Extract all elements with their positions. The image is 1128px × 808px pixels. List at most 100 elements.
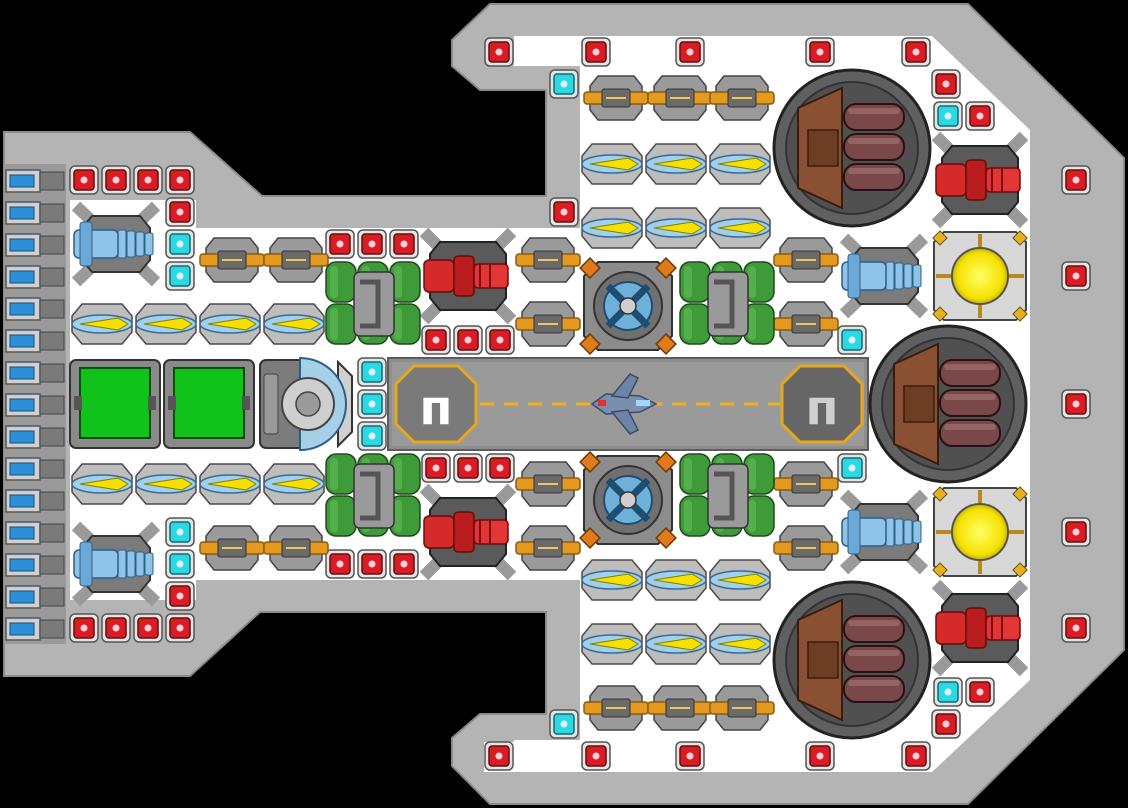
turret-icon: [419, 227, 517, 325]
cyan-node-icon: [933, 677, 963, 707]
red-node-icon: [805, 741, 835, 771]
red-node-icon: [549, 197, 579, 227]
ship-modules: [69, 37, 1091, 771]
red-node-icon: [357, 549, 387, 579]
cyan-node-icon: [549, 709, 579, 739]
red-node-icon: [325, 229, 355, 259]
vent-icon: [5, 425, 65, 449]
cyan-node-icon: [837, 453, 867, 483]
cyan-node-icon: [837, 325, 867, 355]
energy-cell-icon: [645, 559, 707, 601]
vent-icon: [5, 489, 65, 513]
red-node-icon: [485, 325, 515, 355]
red-node-icon: [931, 709, 961, 739]
red-node-icon: [965, 677, 995, 707]
energy-cell-icon: [645, 207, 707, 249]
shield-node-icon: [932, 486, 1028, 578]
red-node-icon: [357, 229, 387, 259]
red-node-icon: [133, 165, 163, 195]
cyan-node-icon: [357, 357, 387, 387]
conduit-icon: [515, 301, 581, 347]
cannon-icon: [772, 68, 932, 228]
cyan-node-icon: [357, 421, 387, 451]
vent-icon: [5, 201, 65, 225]
conduit-icon: [515, 525, 581, 571]
vent-icon: [5, 457, 65, 481]
vent-group: [5, 169, 65, 641]
vent-icon: [5, 233, 65, 257]
energy-cell-icon: [709, 143, 771, 185]
red-node-icon: [453, 325, 483, 355]
turret-icon: [71, 521, 161, 607]
red-node-icon: [165, 165, 195, 195]
energy-cell-icon: [709, 559, 771, 601]
bay-marking-left: ᴨ: [419, 380, 452, 436]
conduit-icon: [199, 525, 265, 571]
turret-icon: [71, 201, 161, 287]
vent-icon: [5, 393, 65, 417]
vent-icon: [5, 297, 65, 321]
vent-icon: [5, 265, 65, 289]
fighter-icon: [590, 373, 658, 435]
energy-cell-icon: [581, 143, 643, 185]
red-node-icon: [165, 613, 195, 643]
energy-cell-icon: [199, 463, 261, 505]
red-node-icon: [1061, 389, 1091, 419]
cyan-node-icon: [357, 389, 387, 419]
vent-icon: [5, 169, 65, 193]
red-node-icon: [325, 549, 355, 579]
conduit-icon: [773, 301, 839, 347]
red-node-icon: [101, 165, 131, 195]
red-node-icon: [675, 741, 705, 771]
red-node-icon: [389, 229, 419, 259]
conduit-icon: [515, 237, 581, 283]
red-node-icon: [581, 37, 611, 67]
red-node-icon: [389, 549, 419, 579]
red-node-icon: [805, 37, 835, 67]
docking-bay: ᴨ ᴨ: [387, 357, 869, 451]
cyan-node-icon: [165, 549, 195, 579]
conduit-icon: [647, 75, 713, 121]
energy-cell-icon: [263, 303, 325, 345]
turret-icon: [931, 131, 1029, 229]
energy-cell-icon: [709, 623, 771, 665]
vent-icon: [5, 585, 65, 609]
red-node-icon: [1061, 517, 1091, 547]
computer-screen-icon: [69, 359, 161, 449]
tank-icon: [679, 453, 775, 537]
turret-icon: [839, 233, 929, 319]
vent-icon: [5, 553, 65, 577]
energy-cell-icon: [263, 463, 325, 505]
red-node-icon: [1061, 261, 1091, 291]
conduit-icon: [199, 237, 265, 283]
red-node-icon: [901, 741, 931, 771]
conduit-icon: [583, 75, 649, 121]
cockpit-dome-icon: [259, 356, 347, 452]
energy-cell-icon: [581, 559, 643, 601]
energy-cell-icon: [199, 303, 261, 345]
energy-cell-icon: [645, 623, 707, 665]
conduit-icon: [583, 685, 649, 731]
energy-cell-icon: [71, 303, 133, 345]
reactor-icon: [579, 451, 677, 549]
energy-cell-icon: [645, 143, 707, 185]
bay-pad-right: [780, 364, 864, 444]
red-node-icon: [69, 165, 99, 195]
vent-icon: [5, 361, 65, 385]
vent-icon: [5, 329, 65, 353]
energy-cell-icon: [709, 207, 771, 249]
red-node-icon: [453, 453, 483, 483]
turret-icon: [931, 579, 1029, 677]
red-node-icon: [165, 581, 195, 611]
conduit-icon: [773, 525, 839, 571]
reactor-icon: [579, 257, 677, 355]
cannon-icon: [868, 324, 1028, 484]
energy-cell-icon: [581, 207, 643, 249]
cannon-icon: [772, 580, 932, 740]
energy-cell-icon: [581, 623, 643, 665]
red-node-icon: [581, 741, 611, 771]
red-node-icon: [421, 453, 451, 483]
conduit-icon: [773, 461, 839, 507]
red-node-icon: [484, 37, 514, 67]
